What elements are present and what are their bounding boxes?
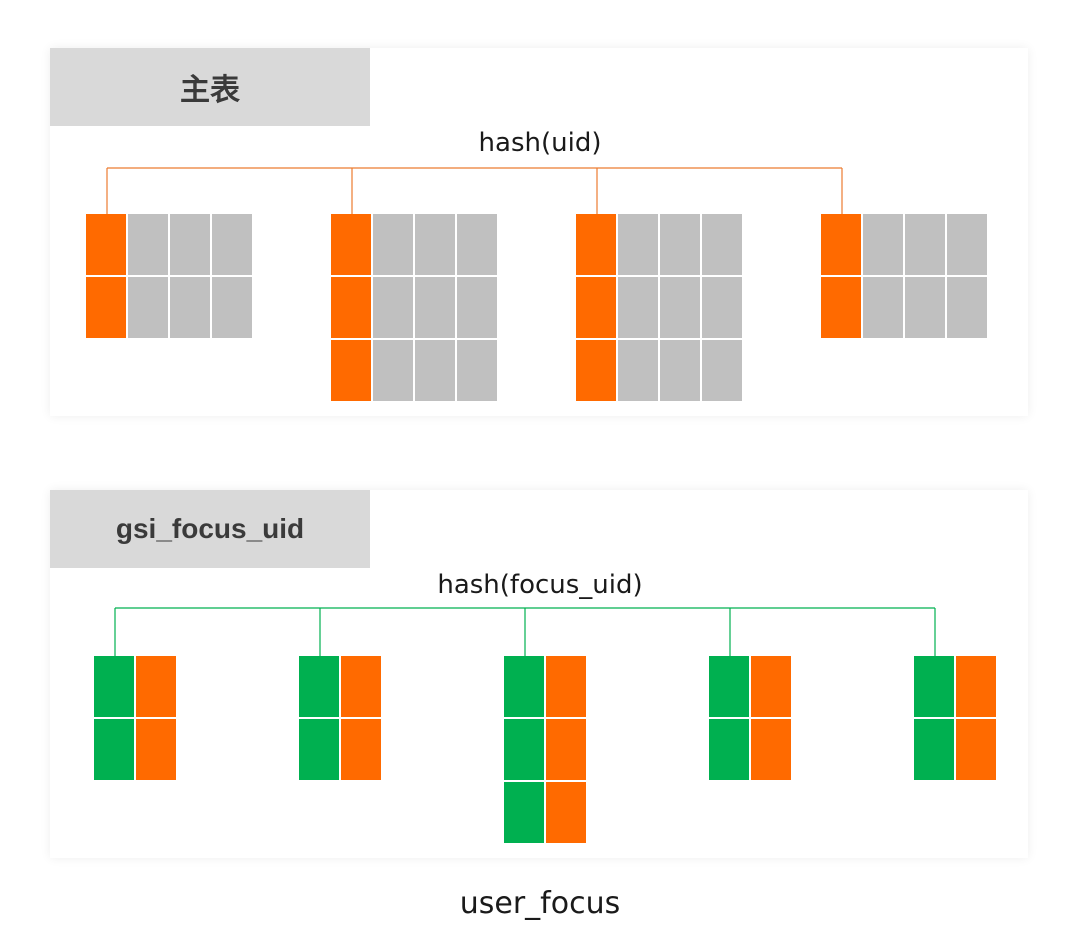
main-partition-2-cell bbox=[457, 214, 497, 275]
gsi-partition-4-cell bbox=[709, 719, 749, 780]
gsi-partition-5-cell bbox=[914, 656, 954, 717]
main-partition-1-cell bbox=[86, 214, 126, 275]
gsi-partition-3-cell bbox=[546, 719, 586, 780]
main-partition-2-cell bbox=[457, 277, 497, 338]
gsi-partition-1-cell bbox=[136, 656, 176, 717]
main-partition-2-cell bbox=[457, 340, 497, 401]
gsi-partition-1-cell bbox=[94, 656, 134, 717]
gsi-table-panel: gsi_focus_uid bbox=[50, 490, 1028, 858]
main-partition-4-cell bbox=[821, 277, 861, 338]
gsi-partition-3-cell bbox=[504, 782, 544, 843]
main-partition-3-cell bbox=[576, 340, 616, 401]
main-partition-4-cell bbox=[863, 214, 903, 275]
gsi-partition-2-cell bbox=[299, 719, 339, 780]
main-partition-1-cell bbox=[170, 277, 210, 338]
gsi-partition-3-cell bbox=[504, 719, 544, 780]
main-partition-1-cell bbox=[86, 277, 126, 338]
main-hash-label: hash(uid) bbox=[478, 128, 602, 158]
main-partition-2-cell bbox=[331, 340, 371, 401]
main-partition-4-cell bbox=[863, 277, 903, 338]
main-partition-4-cell bbox=[947, 277, 987, 338]
main-partition-4-cell bbox=[821, 214, 861, 275]
main-partition-2-cell bbox=[415, 340, 455, 401]
gsi-partition-2-cell bbox=[341, 719, 381, 780]
main-partition-3-cell bbox=[660, 277, 700, 338]
main-partition-3-cell bbox=[576, 277, 616, 338]
main-partition-1-cell bbox=[128, 214, 168, 275]
main-partition-2-cell bbox=[415, 277, 455, 338]
main-partition-3-cell bbox=[618, 277, 658, 338]
main-partition-3-cell bbox=[618, 340, 658, 401]
gsi-partition-5-cell bbox=[956, 656, 996, 717]
gsi-partition-1-cell bbox=[94, 719, 134, 780]
main-partition-3-cell bbox=[618, 214, 658, 275]
main-partition-3-cell bbox=[702, 214, 742, 275]
main-partition-1-cell bbox=[128, 277, 168, 338]
main-partition-1-cell bbox=[170, 214, 210, 275]
gsi-partition-5-cell bbox=[914, 719, 954, 780]
main-partition-4-cell bbox=[947, 214, 987, 275]
main-partition-3-cell bbox=[702, 277, 742, 338]
main-partition-3-cell bbox=[660, 214, 700, 275]
gsi-partition-4-cell bbox=[709, 656, 749, 717]
gsi-table-title: gsi_focus_uid bbox=[50, 490, 370, 568]
diagram-caption: user_focus bbox=[459, 886, 621, 921]
gsi-partition-2-cell bbox=[299, 656, 339, 717]
main-partition-4-cell bbox=[905, 277, 945, 338]
gsi-partition-2-cell bbox=[341, 656, 381, 717]
main-partition-1-cell bbox=[212, 214, 252, 275]
gsi-partition-5-cell bbox=[956, 719, 996, 780]
gsi-partition-4-cell bbox=[751, 656, 791, 717]
main-partition-2-cell bbox=[373, 340, 413, 401]
gsi-partition-3-cell bbox=[504, 656, 544, 717]
main-partition-3-cell bbox=[660, 340, 700, 401]
main-partition-4-cell bbox=[905, 214, 945, 275]
gsi-partition-3-cell bbox=[546, 782, 586, 843]
main-table-title: 主表 bbox=[50, 48, 370, 126]
main-partition-2-cell bbox=[331, 214, 371, 275]
main-partition-2-cell bbox=[331, 277, 371, 338]
main-partition-1-cell bbox=[212, 277, 252, 338]
gsi-partition-1-cell bbox=[136, 719, 176, 780]
gsi-partition-4-cell bbox=[751, 719, 791, 780]
main-partition-3-cell bbox=[576, 214, 616, 275]
main-partition-3-cell bbox=[702, 340, 742, 401]
main-partition-2-cell bbox=[415, 214, 455, 275]
gsi-partition-3-cell bbox=[546, 656, 586, 717]
main-partition-2-cell bbox=[373, 277, 413, 338]
main-partition-2-cell bbox=[373, 214, 413, 275]
gsi-hash-label: hash(focus_uid) bbox=[437, 570, 643, 600]
